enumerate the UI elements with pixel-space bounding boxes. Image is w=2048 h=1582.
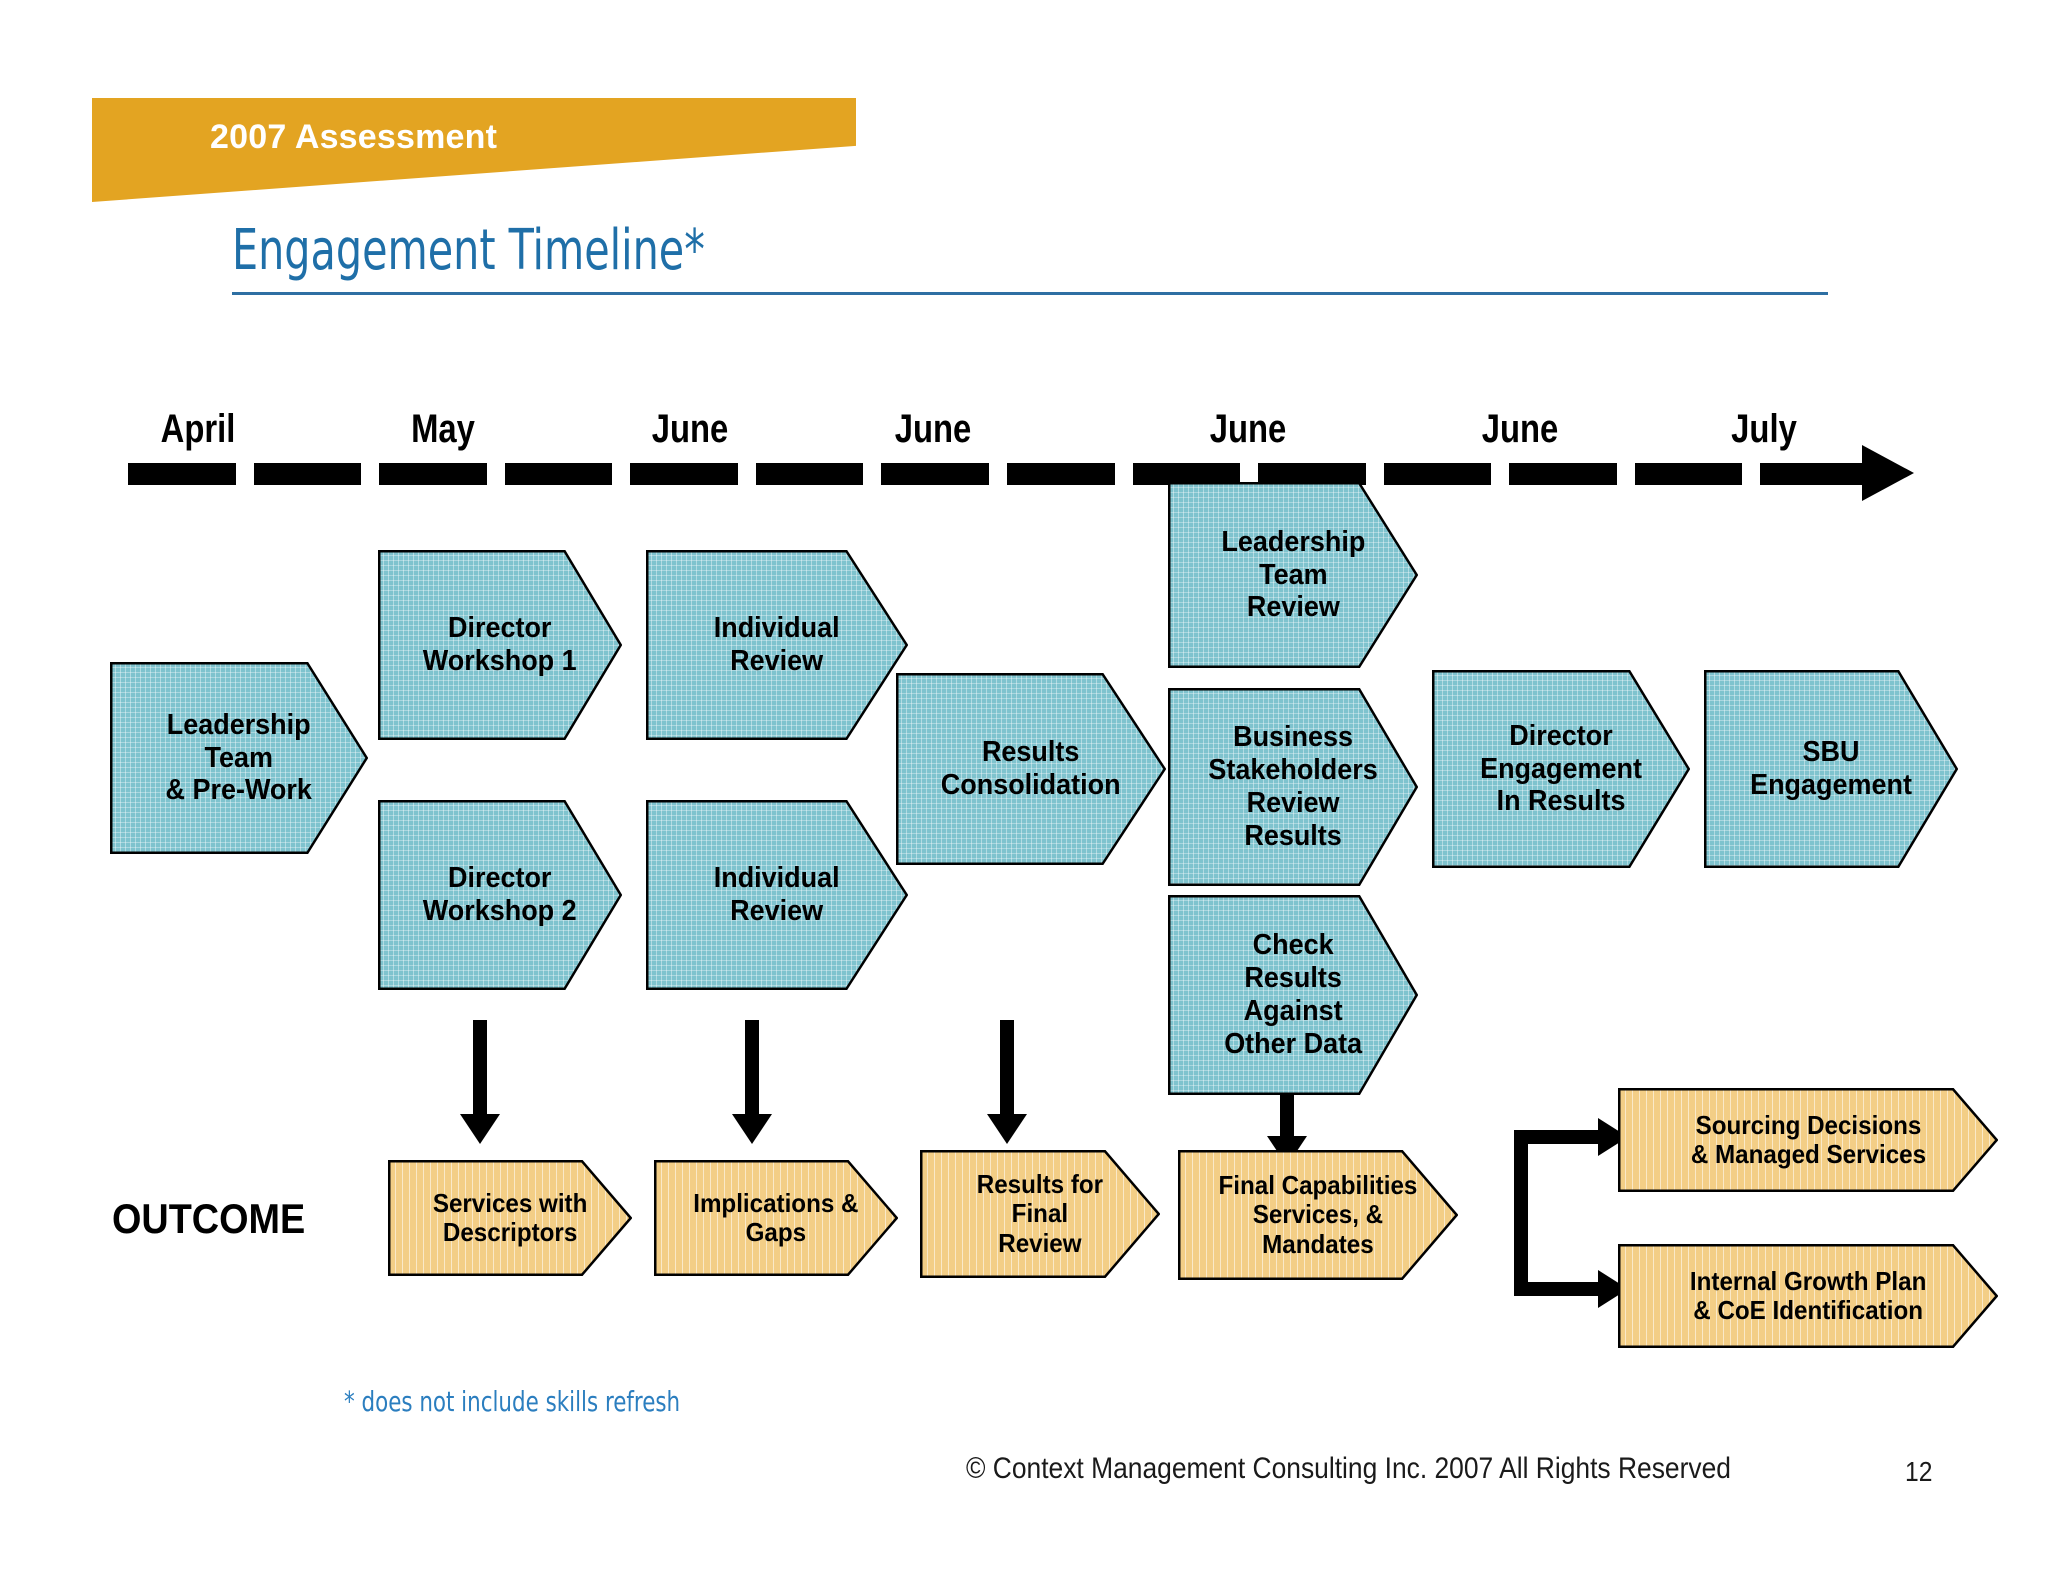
connector-arrow-head-results-consolidation xyxy=(987,1114,1027,1144)
timeline-arrow-head-icon xyxy=(1862,445,1914,501)
timeline-dash xyxy=(881,463,989,485)
branch-connector-bottom-horizontal xyxy=(1514,1282,1600,1296)
timeline-month-june-2: June xyxy=(894,407,972,451)
chevron-shape xyxy=(1168,895,1418,1095)
connector-arrow-shaft-individual-review2 xyxy=(745,1020,759,1120)
chevron-shape xyxy=(646,800,908,990)
chevron-shape xyxy=(1168,482,1418,668)
outcome-step-label: Internal Growth Plan& CoE Identification xyxy=(1689,1265,1927,1325)
timeline-dash xyxy=(1007,463,1115,485)
outcome-row-label: OUTCOME xyxy=(112,1195,306,1242)
connector-arrow-shaft-check-results xyxy=(1280,1090,1294,1142)
timeline-month-july: July xyxy=(1731,407,1797,451)
timeline-dash xyxy=(379,463,487,485)
timeline-dash xyxy=(1132,463,1241,485)
timeline-dash xyxy=(1509,463,1617,485)
timeline-month-may: May xyxy=(411,407,475,451)
chevron-shape xyxy=(1618,1088,1998,1192)
chevron-shape xyxy=(110,662,368,854)
timeline-dash xyxy=(755,463,864,485)
chevron-shape xyxy=(378,550,622,740)
timeline-dashed-line xyxy=(128,463,1868,485)
title-underline-rule xyxy=(232,292,1828,295)
connector-arrow-shaft-results-consolidation xyxy=(1000,1020,1014,1120)
chevron-shape xyxy=(1432,670,1690,868)
outcome-step-label: Implications &Gaps xyxy=(693,1187,859,1247)
timeline-dash xyxy=(1760,463,1868,485)
outcome-step-sourcing-decisions-managed-services[interactable]: Sourcing Decisions& Managed Services xyxy=(1618,1088,1998,1192)
timeline-dash xyxy=(630,463,738,485)
timeline-dash xyxy=(1258,463,1366,485)
chevron-shape xyxy=(654,1160,898,1276)
chevron-shape xyxy=(388,1160,632,1276)
connector-arrow-head-individual-review2 xyxy=(732,1114,772,1144)
timeline-dash xyxy=(1383,463,1492,485)
outcome-step-internal-growth-plan-coe-identification[interactable]: Internal Growth Plan& CoE Identification xyxy=(1618,1244,1998,1348)
page-number: 12 xyxy=(1905,1456,1933,1487)
timeline-month-june-3: June xyxy=(1209,407,1287,451)
timeline-month-june-1: June xyxy=(651,407,729,451)
chevron-shape xyxy=(646,550,908,740)
chevron-shape xyxy=(896,673,1166,865)
page-title: Engagement Timeline* xyxy=(232,218,705,283)
timeline-dash xyxy=(253,463,362,485)
footer-copyright: © Context Management Consulting Inc. 200… xyxy=(966,1452,1731,1485)
timeline-dash xyxy=(128,463,236,485)
timeline-dash xyxy=(1634,463,1743,485)
timeline-month-april: April xyxy=(160,407,236,451)
outcome-step-label: Sourcing Decisions& Managed Services xyxy=(1690,1109,1926,1169)
chevron-shape xyxy=(1178,1150,1458,1280)
header-banner-label: 2007 Assessment xyxy=(210,118,498,156)
chevron-shape xyxy=(378,800,622,990)
chevron-shape xyxy=(1168,688,1418,886)
chevron-shape xyxy=(1704,670,1958,868)
chevron-shape xyxy=(920,1150,1160,1278)
connector-arrow-shaft-workshop2 xyxy=(473,1020,487,1120)
outcome-step-implications-and-gaps[interactable]: Implications &Gaps xyxy=(654,1160,898,1276)
connector-arrow-head-workshop2 xyxy=(460,1114,500,1144)
chevron-shape xyxy=(1618,1244,1998,1348)
branch-connector-vertical xyxy=(1514,1130,1528,1296)
timeline-dash xyxy=(504,463,613,485)
footnote-text: * does not include skills refresh xyxy=(344,1385,681,1418)
branch-connector-top-horizontal xyxy=(1514,1130,1600,1144)
timeline-month-june-4: June xyxy=(1481,407,1559,451)
